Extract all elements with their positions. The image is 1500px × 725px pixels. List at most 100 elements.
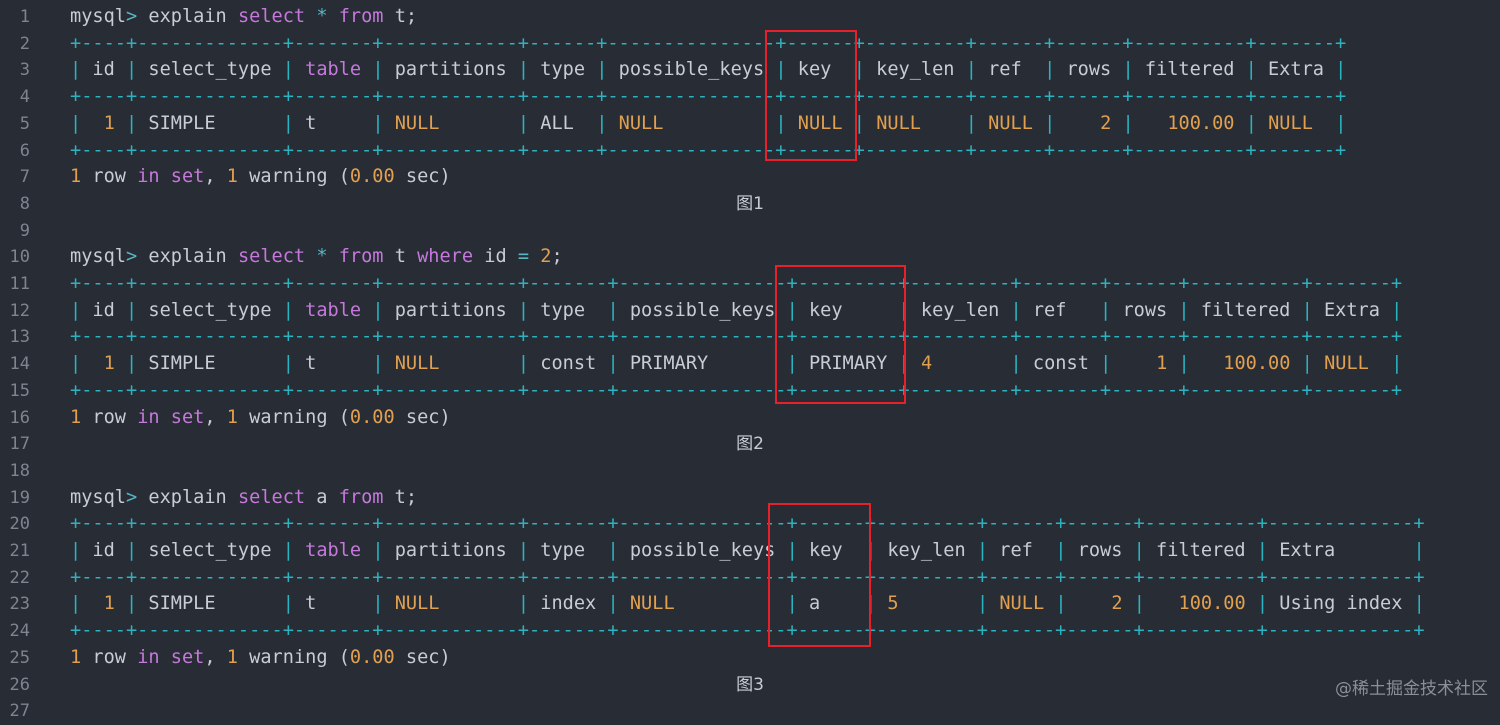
code-token [115,113,126,134]
code-token: rows [1055,59,1123,81]
code-token: 2 [1111,593,1123,615]
code-token: select_type [137,299,283,321]
code-token [160,407,171,428]
code-token: | [1301,353,1313,375]
code-token: in [137,166,160,188]
code-token: set [170,166,205,188]
line-number: 8 [19,193,30,214]
code-line: 5| 1 | SIMPLE | t | NULL | ALL | NULL | … [0,111,1500,138]
code-token [294,59,305,80]
code-token: warning ( [237,406,350,428]
code-token: +----+-------------+-------+------------… [70,566,1425,588]
code-token [115,353,126,374]
code-token: | [372,353,384,375]
code-token: | [1100,353,1112,375]
code-token: filtered [1133,59,1246,81]
code-line: 12| id | select_type | table | partition… [0,298,1500,325]
code-token: 100.00 [1178,593,1246,615]
code-token [1145,593,1179,614]
code-line: 13+----+-------------+-------+----------… [0,324,1500,351]
code-token: | [70,112,82,134]
code-token: | [1413,593,1425,615]
code-token: in [137,646,160,668]
code-token: sec) [394,166,451,188]
code-token: t [383,246,418,268]
code-token: = [517,246,530,268]
code-token: 1 [1156,353,1168,375]
code-token: mysql [70,246,126,268]
code-token: rows [1111,299,1179,321]
code-token: type [529,299,608,321]
code-token: NULL [1324,353,1369,375]
code-token: | [976,540,989,561]
code-line: 6+----+-------------+-------+-----------… [0,138,1500,165]
code-token: | [1133,593,1145,615]
code-token: | [1122,59,1134,81]
code-token: | [1301,299,1313,321]
code-token: from [338,6,384,27]
code-token: 1 [226,406,238,428]
code-token: | [517,353,530,375]
code-line: 22+----+-------------+-------+----------… [0,565,1500,592]
code-token [921,113,966,134]
line-number: 5 [19,113,30,134]
code-text: +----+-------------+-------+------------… [70,31,1346,58]
code-token: +----+-------------+-------+------------… [70,32,1347,54]
line-number: 25 [9,647,30,668]
code-token: sec) [394,646,451,668]
code-token: | [853,59,865,81]
code-token: | [70,353,82,375]
code-token: NULL [999,593,1045,615]
code-token [607,113,618,134]
code-token: 2 [540,246,552,268]
code-token: SIMPLE [137,112,283,134]
code-token: | [775,112,787,134]
code-token: select_type [137,59,283,81]
code-token: 2 [1100,112,1112,134]
code-token: NULL [797,112,843,134]
code-token: | [786,299,798,321]
code-token: from [338,486,384,508]
code-token: | [282,353,294,375]
code-token: a [305,486,339,508]
code-token: const [1021,353,1101,375]
code-token [1111,113,1122,134]
code-token: | [125,299,138,321]
line-number: 14 [9,354,30,375]
code-token: set [170,646,205,668]
code-token: key [786,59,854,81]
code-token: ref [976,59,1045,81]
code-token: | [126,112,138,134]
code-token [1167,353,1178,374]
code-token [1134,113,1168,134]
code-token [81,113,103,134]
code-token: a [797,593,865,615]
code-token: 0.00 [349,406,395,428]
line-number: 23 [9,594,30,615]
code-token: Using index [1268,593,1414,615]
code-token: , [204,646,227,668]
code-token: > [125,246,138,268]
code-token [529,246,540,267]
code-token: id [473,246,518,268]
code-token: NULL [394,353,440,375]
code-token: SIMPLE [137,593,283,615]
code-token: | [282,299,294,321]
code-token [361,540,372,561]
code-token: | [965,112,977,134]
code-token: +----+-------------+-------+------------… [70,139,1347,161]
figure-caption: 图3 [736,674,764,695]
code-token: explain [137,486,238,508]
code-text: 1 row in set, 1 warning (0.00 sec) [70,164,451,191]
line-number: 20 [9,514,30,535]
code-token: | [125,540,138,561]
code-token: +----+-------------+-------+------------… [70,513,1425,535]
code-token: | [372,540,384,561]
code-token: explain [137,246,238,268]
code-token [294,540,305,561]
